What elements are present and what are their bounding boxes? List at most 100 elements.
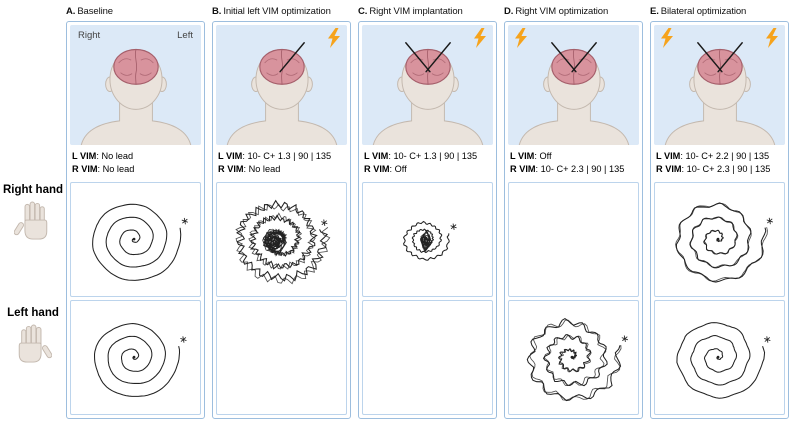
head-brain-illustration bbox=[80, 48, 191, 145]
left-vim-setting-value: : No lead bbox=[96, 151, 134, 161]
head-right-side-label: Right bbox=[78, 30, 101, 41]
left-hand-spiral-drawing bbox=[94, 322, 187, 397]
right-vim-setting-label: R VIM bbox=[218, 163, 244, 174]
right-hand-spiral-box bbox=[362, 181, 493, 297]
right-hand-spiral-drawing bbox=[402, 220, 457, 261]
panel-letter: D. bbox=[504, 6, 514, 17]
left-vim-setting-label: L VIM bbox=[218, 151, 243, 161]
left-hand-spiral-drawing bbox=[526, 317, 629, 401]
left-hand-icon bbox=[18, 324, 54, 363]
left-vim-lead bbox=[570, 42, 597, 73]
panel-box: Right Left bbox=[66, 21, 205, 419]
brain-gyri bbox=[409, 58, 446, 76]
left-vim-setting: L VIM: 10- C+ 2.2 | 90 | 135 bbox=[656, 150, 783, 163]
stimulation-settings: L VIM: 10- C+ 1.3 | 90 | 135 R VIM: Off bbox=[362, 145, 493, 179]
brain-gyri bbox=[117, 58, 154, 76]
panel-title-text: Bilateral optimization bbox=[660, 6, 747, 17]
head-brain-illustration bbox=[226, 42, 337, 145]
brain-midline bbox=[134, 49, 137, 85]
right-vim-setting: R VIM: Off bbox=[364, 163, 491, 176]
right-vim-setting: R VIM: 10- C+ 2.3 | 90 | 135 bbox=[656, 163, 783, 176]
right-vim-lead bbox=[550, 42, 577, 73]
left-vim-lead bbox=[424, 42, 451, 73]
lightning-bolt-icon bbox=[661, 28, 673, 48]
brain-midline bbox=[572, 49, 575, 85]
panel-title-text: Right VIM implantation bbox=[369, 6, 463, 17]
brain-midline bbox=[426, 49, 429, 85]
left-vim-setting-value: : 10- C+ 1.3 | 90 | 135 bbox=[242, 151, 332, 161]
right-vim-lead bbox=[696, 42, 723, 73]
left-vim-lead bbox=[278, 42, 305, 73]
panel-box: Right Left bbox=[650, 21, 789, 419]
panel-box: Right Left bbox=[504, 21, 643, 419]
left-hand-spiral-box bbox=[70, 299, 201, 415]
left-vim-setting-label: L VIM bbox=[656, 151, 681, 161]
stimulation-settings: L VIM: 10- C+ 1.3 | 90 | 135 R VIM: No l… bbox=[216, 145, 347, 179]
right-vim-setting: R VIM: No lead bbox=[218, 163, 345, 176]
panel-title: C.Right VIM implantation bbox=[358, 6, 497, 21]
right-vim-setting-value: : No lead bbox=[243, 163, 281, 174]
right-vim-setting-label: R VIM bbox=[364, 163, 390, 174]
stimulation-settings: L VIM: Off R VIM: 10- C+ 2.3 | 90 | 135 bbox=[508, 145, 639, 179]
head-brain-illustration bbox=[372, 42, 483, 145]
stimulation-settings: L VIM: No lead R VIM: No lead bbox=[70, 145, 201, 179]
left-vim-setting-label: L VIM bbox=[72, 151, 97, 161]
stimulation-settings: L VIM: 10- C+ 2.2 | 90 | 135 R VIM: 10- … bbox=[654, 145, 785, 179]
right-hand-spiral-drawing bbox=[509, 183, 638, 296]
right-vim-setting: R VIM: No lead bbox=[72, 163, 199, 176]
right-hand-spiral-box bbox=[654, 181, 785, 297]
left-hand-spiral-box bbox=[654, 299, 785, 415]
left-hand-row-header: Left hand bbox=[2, 307, 64, 371]
lightning-bolt-icon bbox=[766, 28, 778, 48]
left-vim-setting: L VIM: Off bbox=[510, 150, 637, 163]
head-left-side-label: Left bbox=[177, 30, 193, 41]
brain-midline bbox=[280, 49, 283, 85]
panel-title-text: Baseline bbox=[77, 6, 113, 17]
panels-row: A.Baseline Right Left bbox=[66, 6, 789, 419]
panel-letter: E. bbox=[650, 6, 659, 17]
panel-box: Right Left bbox=[358, 21, 497, 419]
panel-title-text: Initial left VIM optimization bbox=[223, 6, 331, 17]
left-vim-setting-label: L VIM bbox=[510, 151, 535, 161]
head-illustration-area: Right Left bbox=[362, 25, 493, 145]
left-hand-spiral-box bbox=[508, 299, 639, 415]
left-hand-spiral-drawing bbox=[676, 322, 771, 399]
right-hand-label: Right hand bbox=[2, 184, 64, 196]
head-illustration-area: Right Left bbox=[508, 25, 639, 145]
right-vim-setting-label: R VIM bbox=[510, 163, 536, 174]
right-hand-spiral-box bbox=[216, 181, 347, 297]
left-vim-setting: L VIM: No lead bbox=[72, 150, 199, 163]
right-hand-row-header: Right hand bbox=[2, 184, 64, 248]
right-vim-setting-value: : Off bbox=[389, 163, 407, 174]
panel-title-text: Right VIM optimization bbox=[515, 6, 609, 17]
head-brain-illustration bbox=[664, 42, 775, 145]
head-illustration-area: Right Left bbox=[216, 25, 347, 145]
lightning-bolt-icon bbox=[328, 28, 340, 48]
panel-title: D.Right VIM optimization bbox=[504, 6, 643, 21]
right-hand-spiral-box bbox=[508, 181, 639, 297]
left-vim-setting-value: : 10- C+ 1.3 | 90 | 135 bbox=[388, 151, 478, 161]
left-vim-setting-value: : 10- C+ 2.2 | 90 | 135 bbox=[680, 151, 770, 161]
right-vim-lead bbox=[404, 42, 431, 73]
head-brain-illustration bbox=[518, 42, 629, 145]
left-vim-lead bbox=[716, 42, 743, 73]
left-hand-spiral-drawing bbox=[363, 301, 492, 414]
panel-box: Right Left bbox=[212, 21, 351, 419]
lightning-bolt-icon bbox=[474, 28, 486, 48]
brain-gyri bbox=[263, 58, 300, 76]
figure-panel: B.Initial left VIM optimization Right Le… bbox=[212, 6, 351, 419]
right-vim-setting: R VIM: 10- C+ 2.3 | 90 | 135 bbox=[510, 163, 637, 176]
figure-panel: A.Baseline Right Left bbox=[66, 6, 205, 419]
right-hand-spiral-drawing bbox=[675, 202, 773, 283]
right-hand-spiral-box bbox=[70, 181, 201, 297]
panel-letter: B. bbox=[212, 6, 222, 17]
right-vim-setting-label: R VIM bbox=[656, 163, 682, 174]
figure-panel: C.Right VIM implantation Right Left bbox=[358, 6, 497, 419]
panel-title: A.Baseline bbox=[66, 6, 205, 21]
panel-title: B.Initial left VIM optimization bbox=[212, 6, 351, 21]
left-vim-setting: L VIM: 10- C+ 1.3 | 90 | 135 bbox=[218, 150, 345, 163]
panel-letter: C. bbox=[358, 6, 368, 17]
right-vim-setting-label: R VIM bbox=[72, 163, 98, 174]
right-hand-icon bbox=[13, 201, 48, 240]
